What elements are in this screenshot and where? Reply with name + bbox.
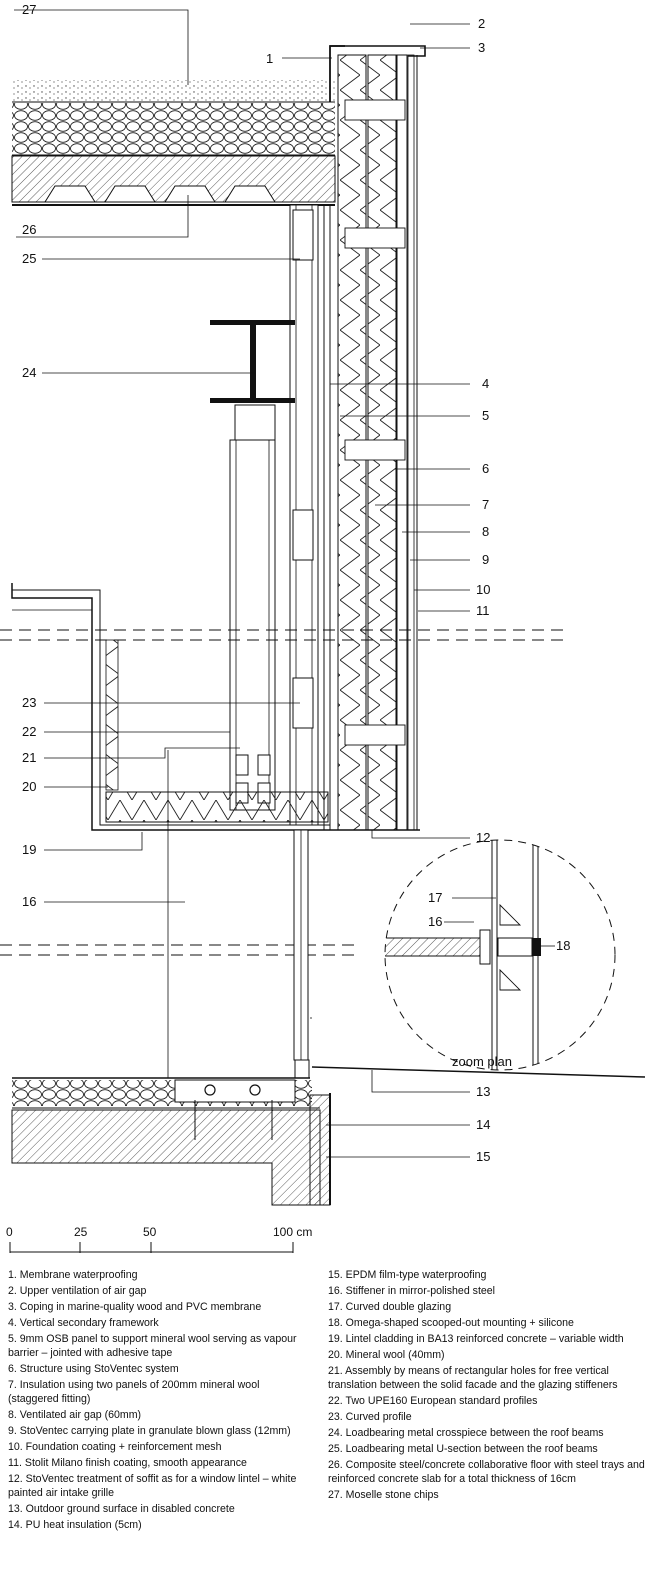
callout-14: 14 — [476, 1117, 490, 1132]
legend-item: 3. Coping in marine-quality wood and PVC… — [8, 1301, 262, 1313]
structural-posts — [210, 204, 331, 830]
legend-item: 17. Curved double glazing — [328, 1301, 452, 1313]
scale-label-50: 50 — [143, 1225, 157, 1239]
legend-item: 26. Composite steel/concrete collaborati… — [328, 1459, 645, 1485]
leader-lines — [14, 9, 555, 1158]
scale-label-25: 25 — [74, 1225, 88, 1239]
legend-item: 14. PU heat insulation (5cm) — [8, 1519, 142, 1531]
callout-5: 5 — [482, 408, 489, 423]
callout-4: 4 — [482, 376, 489, 391]
legend-item: 1. Membrane waterproofing — [8, 1269, 138, 1281]
callout-16: 16 — [22, 894, 36, 909]
callout-3: 3 — [478, 40, 485, 55]
zoom-plan-detail — [384, 839, 616, 1071]
legend-item: 7. Insulation using two panels of 200mm … — [8, 1379, 260, 1405]
legend-item: 19. Lintel cladding in BA13 reinforced c… — [328, 1333, 624, 1345]
legend-item: 27. Moselle stone chips — [328, 1489, 439, 1501]
callout-25: 25 — [22, 251, 36, 266]
legend-item: 22. Two UPE160 European standard profile… — [328, 1395, 538, 1407]
legend-item: 12. StoVentec treatment of soffit as for… — [8, 1473, 297, 1499]
legend-item: 20. Mineral wool (40mm) — [328, 1349, 445, 1361]
break-lines — [0, 629, 570, 956]
callout-17: 17 — [428, 890, 442, 905]
glazing — [293, 829, 310, 1079]
legend-item: 6. Structure using StoVentec system — [8, 1363, 179, 1375]
legend-item: 11. Stolit Milano finish coating, smooth… — [8, 1457, 247, 1469]
legend-item: 16. Stiffener in mirror-polished steel — [328, 1285, 496, 1297]
callout-19: 19 — [22, 842, 36, 857]
callout-6: 6 — [482, 461, 489, 476]
legend-item: 18. Omega-shaped scooped-out mounting + … — [328, 1317, 574, 1329]
legend-item: 23. Curved profile — [328, 1411, 412, 1423]
callout-12: 12 — [476, 830, 490, 845]
callout-20: 20 — [22, 779, 36, 794]
callout-2: 2 — [478, 16, 485, 31]
callout-26: 26 — [22, 222, 36, 237]
zoom-plan-label: zoom plan — [452, 1054, 512, 1069]
callout-labels: 27 2 3 1 26 25 24 4 5 6 7 8 9 10 11 23 2… — [22, 2, 570, 1164]
callout-10: 10 — [476, 582, 490, 597]
callout-7: 7 — [482, 497, 489, 512]
legend-item: 2. Upper ventilation of air gap — [8, 1285, 147, 1297]
ground-assembly — [11, 1066, 646, 1206]
callout-8: 8 — [482, 524, 489, 539]
callout-18: 18 — [556, 938, 570, 953]
callout-27: 27 — [22, 2, 36, 17]
callout-24: 24 — [22, 365, 36, 380]
legend-item: 13. Outdoor ground surface in disabled c… — [8, 1503, 235, 1515]
scale-label-100: 100 cm — [273, 1225, 312, 1239]
legend-item: 5. 9mm OSB panel to support mineral wool… — [8, 1333, 297, 1359]
legend-item: 8. Ventilated air gap (60mm) — [8, 1409, 142, 1421]
scale-bar: 0 25 50 100 cm — [6, 1225, 312, 1253]
lintel — [11, 583, 330, 831]
facade-wall — [330, 45, 426, 831]
callout-22: 22 — [22, 724, 36, 739]
callout-23: 23 — [22, 695, 36, 710]
scale-label-0: 0 — [6, 1225, 13, 1239]
callout-9: 9 — [482, 552, 489, 567]
callout-13: 13 — [476, 1084, 490, 1099]
callout-16-zoom: 16 — [428, 914, 442, 929]
section-drawing: 27 2 3 1 26 25 24 4 5 6 7 8 9 10 11 23 2… — [0, 2, 646, 1253]
callout-21: 21 — [22, 750, 36, 765]
legend-left: 1. Membrane waterproofing 2. Upper venti… — [8, 1268, 313, 1534]
legend-item: 21. Assembly by means of rectangular hol… — [328, 1365, 618, 1391]
legend-item: 4. Vertical secondary framework — [8, 1317, 159, 1329]
callout-11: 11 — [476, 603, 490, 618]
roof-assembly — [11, 45, 345, 206]
legend-item: 25. Loadbearing metal U-section between … — [328, 1443, 598, 1455]
legend-item: 15. EPDM film-type waterproofing — [328, 1269, 487, 1281]
legend-right: 15. EPDM film-type waterproofing 16. Sti… — [328, 1268, 646, 1504]
legend-item: 9. StoVentec carrying plate in granulate… — [8, 1425, 291, 1437]
legend-item: 24. Loadbearing metal crosspiece between… — [328, 1427, 604, 1439]
legend-item: 10. Foundation coating + reinforcement m… — [8, 1441, 222, 1453]
callout-1: 1 — [266, 51, 273, 66]
callout-15: 15 — [476, 1149, 490, 1164]
